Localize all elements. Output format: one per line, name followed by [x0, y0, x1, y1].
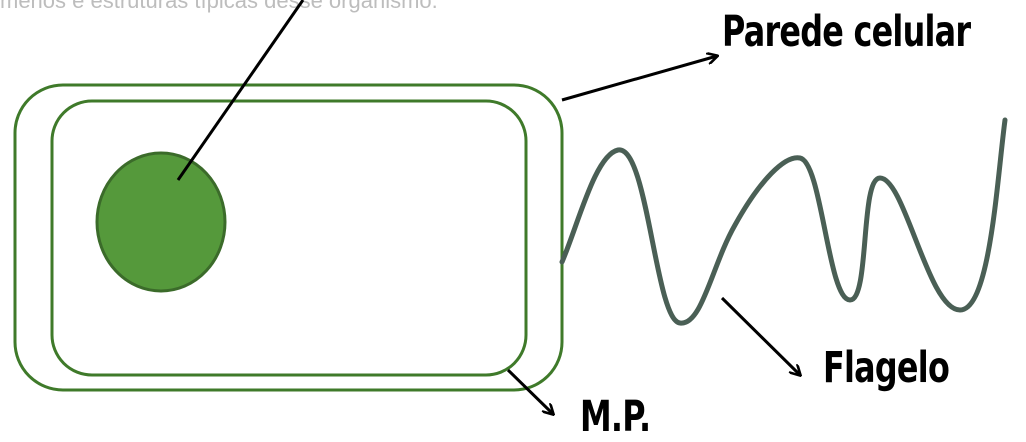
plasma-membrane-arrow — [506, 368, 553, 414]
cell-wall-outline — [13, 83, 564, 392]
plasma-membrane-label: M.P. — [580, 392, 651, 442]
nucleoid-pointer-line — [176, 0, 305, 181]
caption-fragment: menos e estruturas típicas desse organis… — [0, 0, 438, 13]
flagellum-arrow — [720, 296, 800, 375]
flagellum — [559, 117, 1008, 326]
flagellum-label: Flagelo — [823, 343, 950, 393]
cell-wall-label: Parede celular — [722, 7, 971, 57]
cell-wall-arrow — [561, 56, 717, 102]
nucleoid — [95, 151, 227, 293]
plasma-membrane-outline — [50, 99, 528, 377]
